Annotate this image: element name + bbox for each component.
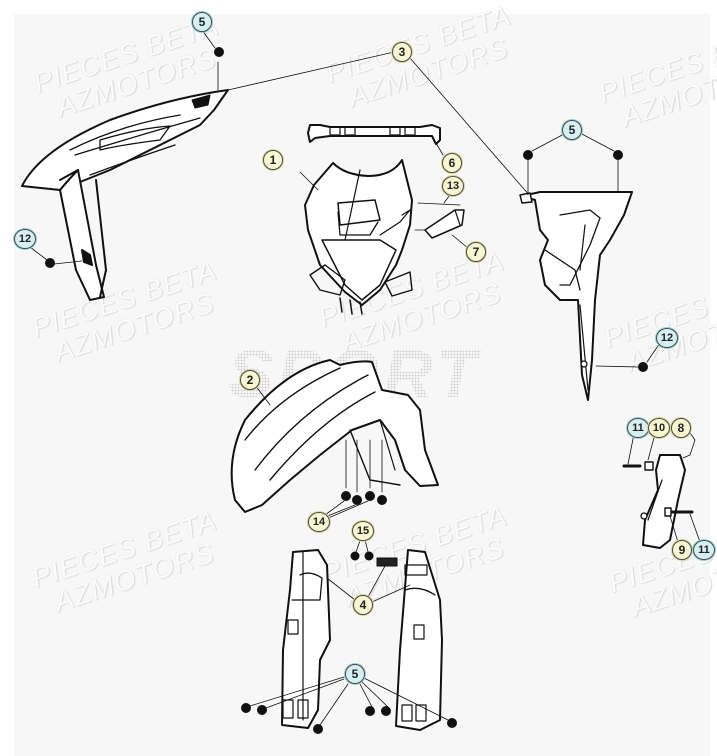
callout-2[interactable]: 2	[240, 370, 260, 390]
rear-bracket	[622, 454, 694, 549]
callout-5[interactable]: 5	[192, 12, 212, 32]
callout-8[interactable]: 8	[671, 418, 691, 438]
callout-1[interactable]: 1	[263, 150, 283, 170]
callout-12[interactable]: 12	[656, 328, 678, 348]
front-fender	[230, 359, 439, 513]
callout-15[interactable]: 15	[352, 521, 374, 541]
callout-14[interactable]: 14	[308, 512, 330, 532]
callout-7[interactable]: 7	[466, 242, 486, 262]
left-radiator-shroud	[21, 89, 229, 301]
callout-11[interactable]: 11	[693, 540, 715, 560]
right-fork-guard	[395, 549, 443, 731]
callout-4[interactable]: 4	[353, 595, 373, 615]
callout-12[interactable]: 12	[14, 229, 36, 249]
callout-3[interactable]: 3	[392, 42, 412, 62]
callout-5[interactable]: 5	[562, 120, 582, 140]
callout-9[interactable]: 9	[672, 540, 692, 560]
callout-11[interactable]: 11	[627, 418, 649, 438]
headlight-strap	[307, 124, 441, 145]
mask-bracket	[424, 209, 465, 239]
headlight-mask	[304, 159, 413, 315]
callout-10[interactable]: 10	[648, 418, 670, 438]
left-fork-guard	[281, 549, 331, 729]
right-radiator-shroud	[519, 191, 633, 401]
callout-5[interactable]: 5	[345, 664, 365, 684]
callout-6[interactable]: 6	[442, 153, 462, 173]
callout-13[interactable]: 13	[442, 176, 464, 196]
